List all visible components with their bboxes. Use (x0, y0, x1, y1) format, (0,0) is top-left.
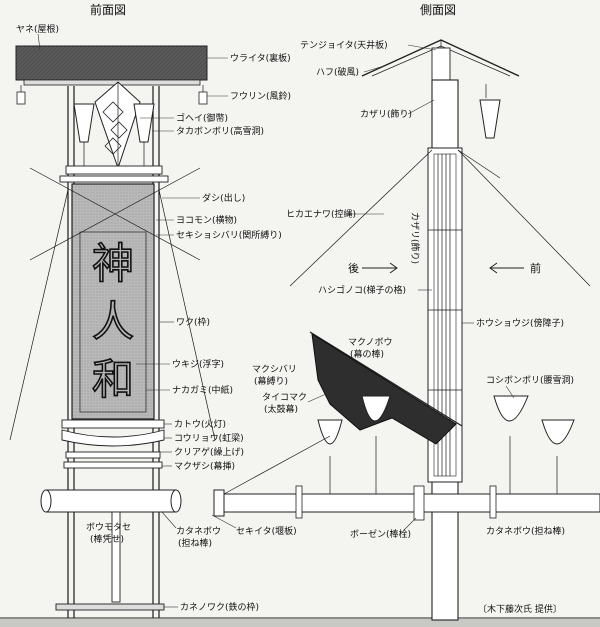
label-sekisho: セキショシバリ(関所縛り) (176, 229, 282, 241)
label-makushibari: マクシバリ (252, 364, 297, 375)
front-dashi-bar (65, 165, 163, 175)
front-view-title: 前面図 (90, 2, 126, 17)
label-ushiro: 後 (348, 261, 359, 275)
label-tenjouita: テンジョイタ(天井板) (300, 39, 388, 51)
front-underboard (23, 79, 201, 86)
label-katanebou: カタネボウ (176, 526, 221, 537)
credit: 〔木下藤次氏 提供〕 (478, 603, 562, 615)
label-hikaenawa: ヒカエナワ(控縄) (286, 208, 356, 220)
front-tall-lantern-left (73, 103, 95, 172)
label-kazari-vertical: カザリ(飾り) (409, 212, 421, 264)
label-taikomaku-sub: (太鼓幕) (264, 403, 298, 415)
arrow-rear-icon (362, 262, 398, 274)
label-kouryou: コウリョウ(虹梁) (174, 432, 244, 444)
label-boumotase-sub: (棒凭せ) (90, 533, 124, 545)
label-fuurin: フウリン(風鈴) (230, 90, 291, 102)
label-makushibari-sub: (幕縛り) (254, 375, 288, 387)
banner-char-3: 和 (92, 355, 134, 404)
label-boumotase: ボウモタセ (86, 522, 131, 533)
label-houshouji: ホウショウジ(傍障子) (476, 317, 564, 329)
front-wind-chime-left (16, 85, 26, 105)
label-nakagami: ナカガミ(中紙) (172, 384, 233, 396)
side-curtain-pole (309, 331, 463, 427)
side-carrying-pole (215, 493, 600, 513)
label-hafu: ハフ(破風) (316, 66, 359, 78)
waist-lantern-2 (361, 395, 391, 496)
label-sekiita: セキイタ(堰板) (236, 525, 297, 537)
front-kouryou (61, 429, 165, 447)
side-guy-rope-right (457, 149, 591, 287)
label-gohei: ゴヘイ(御幣) (176, 112, 228, 124)
label-ukiji: ウキジ(浮字) (172, 358, 224, 370)
arrow-front-icon (489, 262, 524, 274)
side-ladder-slats (433, 153, 457, 477)
label-makuzashi: マクザシ(幕挿) (174, 460, 235, 472)
label-makunobou: マクノボウ (348, 337, 392, 348)
side-hanging-lantern (479, 84, 501, 139)
label-takabonbori: タカボンボリ(高雪洞) (176, 125, 264, 137)
label-katanebou-side: カタネボウ(担ね棒) (486, 525, 565, 537)
side-view-title: 側面図 (420, 3, 456, 17)
front-iron-frame (55, 603, 165, 611)
ground (0, 619, 600, 627)
label-makunobou-sub: (幕の棒) (350, 348, 384, 360)
label-katanebou-sub: (担ね棒) (178, 537, 212, 549)
label-yokomon: ヨコモン(横物) (176, 214, 237, 226)
front-katou (61, 419, 165, 429)
label-kuriage: クリアゲ(繰上げ) (174, 446, 244, 458)
front-view: 神 人 和 (9, 45, 216, 618)
front-wind-chime-right (198, 85, 208, 105)
banner-char-1: 神 (92, 239, 134, 288)
waist-lantern-4 (541, 419, 575, 496)
front-tall-lantern-right (133, 103, 155, 172)
side-view (213, 39, 600, 621)
label-katou: カトウ(火灯) (174, 419, 226, 430)
label-kazari: カザリ(飾り) (360, 108, 412, 120)
side-labels: テンジョイタ(天井板) ハフ(破風) カザリ(飾り) ヒカエナワ(控縄) カザリ… (252, 39, 574, 540)
label-mae: 前 (530, 261, 541, 275)
label-waku: ワク(枠) (176, 316, 210, 328)
label-bouzen: ボーゼン(棒栓) (350, 528, 411, 540)
label-dashi: ダシ(出し) (202, 192, 245, 204)
front-makuzashi (63, 461, 163, 469)
banner-char-2: 人 (92, 297, 134, 346)
front-rope-2 (29, 167, 201, 261)
side-pole-peg-2 (489, 485, 497, 519)
side-guy-rope-left (289, 149, 433, 287)
front-gohei (94, 81, 141, 170)
label-yane: ヤネ(屋根) (16, 23, 59, 35)
label-koshibonbori: コシボンボリ(腰雪洞) (486, 375, 574, 386)
waist-lantern-3 (493, 395, 529, 496)
front-kuriage (65, 451, 161, 459)
side-bouzen (413, 485, 425, 521)
front-carrying-pole (45, 489, 177, 513)
front-banner (71, 183, 155, 420)
label-kanenowaku: カネノワク(鉄の枠) (180, 601, 259, 613)
label-hashigonoko: ハシゴノコ(梯子の格) (318, 284, 406, 296)
label-uraita: ウライタ(裏板) (230, 52, 291, 64)
label-taikomaku: タイコマク (262, 392, 307, 403)
side-pole-peg-1 (295, 485, 303, 519)
front-labels: ヤネ(屋根) ウライタ(裏板) フウリン(風鈴) ゴヘイ(御幣) タカボンボリ(… (16, 23, 297, 613)
side-drum-curtain (311, 333, 457, 445)
waist-lantern-1 (317, 419, 343, 496)
